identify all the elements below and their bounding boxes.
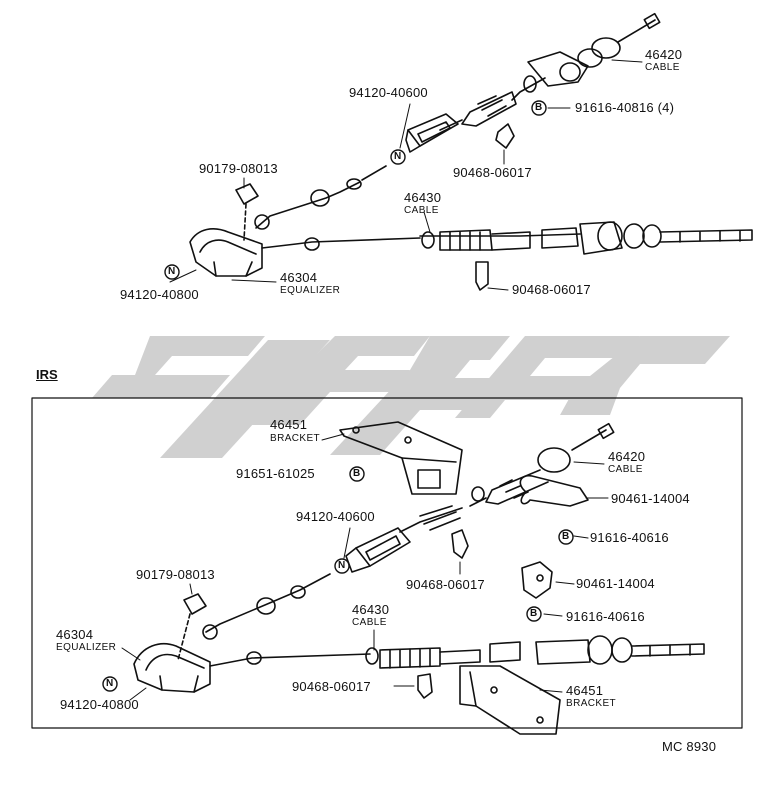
top-bushing: [235, 183, 259, 241]
label-irs-equalizer-pn: 46304: [56, 627, 94, 642]
label-irs-cable-rear-sub: CABLE: [352, 617, 387, 628]
label-top-cable-rear-sub: CABLE: [404, 205, 439, 216]
label-top-clip-lower-pn: 90468-06017: [512, 282, 591, 297]
marker-circle-top-n-lower: [164, 264, 180, 280]
label-top-bushing-pn: 90179-08013: [199, 161, 278, 176]
label-irs-bushing-pn: 90179-08013: [136, 567, 215, 582]
label-top-clip-upper-pn: 90468-06017: [453, 165, 532, 180]
label-irs-clip-lower-pn: 90468-06017: [292, 679, 371, 694]
section-label-irs: IRS: [36, 367, 58, 382]
irs-front-cable: [202, 422, 615, 640]
label-irs-bracket-lower-sub: BRACKET: [566, 698, 617, 709]
label-irs-nut-lower-pn: 94120-40800: [60, 697, 139, 712]
irs-bracket-lower: [459, 665, 561, 735]
marker-irs-b1: B: [353, 468, 361, 479]
label-irs-bracket-lower-pn: 46451: [566, 683, 604, 698]
label-irs-clip-upper-pn: 90468-06017: [406, 577, 485, 592]
label-top-cable-front-pn: 46420: [645, 47, 683, 62]
marker-irs-b2: B: [562, 531, 570, 542]
top-front-cable: [254, 12, 661, 230]
irs-bracket-upper: [339, 421, 463, 495]
marker-circle-top-n: [390, 149, 406, 165]
label-irs-clamp-lower-pn: 90461-14004: [576, 576, 655, 591]
label-irs-cable-front-pn: 46420: [608, 449, 646, 464]
irs-bushing: [177, 593, 207, 661]
label-top-cable-front-sub: CABLE: [645, 62, 680, 73]
irs-leader-lines: [121, 433, 609, 701]
label-irs-bracket-upper-sub: BRACKET: [270, 433, 321, 444]
top-clip-upper: [495, 123, 515, 149]
irs-clamp-lower: [521, 561, 553, 599]
label-irs-bolt-bracket-pn: 91651-61025: [236, 466, 315, 481]
label-irs-bolt-mid-pn: 91616-40616: [590, 530, 669, 545]
label-irs-equalizer-sub: EQUALIZER: [56, 642, 117, 653]
label-irs-clamp-upper-pn: 90461-14004: [611, 491, 690, 506]
marker-top-n: N: [394, 151, 402, 162]
diagram-code: MC 8930: [662, 739, 717, 754]
label-irs-bolt-lower-pn: 91616-40616: [566, 609, 645, 624]
marker-irs-n: N: [338, 560, 346, 571]
marker-irs-n-lower: N: [106, 678, 114, 689]
marker-top-n-lower: N: [168, 266, 176, 277]
marker-circle-top-b: [531, 100, 547, 116]
label-top-nut-pn: 94120-40600: [349, 85, 428, 100]
marker-circle-irs-b3: [526, 606, 542, 622]
label-irs-cable-rear-pn: 46430: [352, 602, 390, 617]
label-irs-nut-pn: 94120-40600: [296, 509, 375, 524]
irs-clamp-upper: [519, 474, 589, 507]
marker-irs-b3: B: [530, 608, 538, 619]
marker-top-b: B: [535, 102, 543, 113]
top-leader-lines: [169, 59, 643, 291]
label-irs-bracket-upper-pn: 46451: [270, 417, 308, 432]
label-top-nut-lower-pn: 94120-40800: [120, 287, 199, 302]
irs-clip-upper: [451, 529, 469, 559]
marker-circle-irs-b1: [349, 466, 365, 482]
label-top-equalizer-pn: 46304: [280, 270, 318, 285]
irs-rear-cable: [209, 635, 705, 669]
top-equalizer: [189, 228, 263, 277]
label-top-bolt-front-pn: 91616-40816 (4): [575, 100, 675, 115]
top-clip-lower: [475, 261, 489, 291]
label-top-equalizer-sub: EQUALIZER: [280, 285, 341, 296]
label-irs-cable-front-sub: CABLE: [608, 464, 643, 475]
irs-clip-lower: [417, 673, 433, 699]
irs-equalizer: [133, 642, 211, 693]
marker-circle-irs-n-lower: [102, 676, 118, 692]
top-rear-cable: [261, 221, 753, 255]
marker-circle-irs-b2: [558, 529, 574, 545]
irs-frame: [31, 397, 743, 729]
marker-circle-irs-n: [334, 558, 350, 574]
label-top-cable-rear-pn: 46430: [404, 190, 442, 205]
